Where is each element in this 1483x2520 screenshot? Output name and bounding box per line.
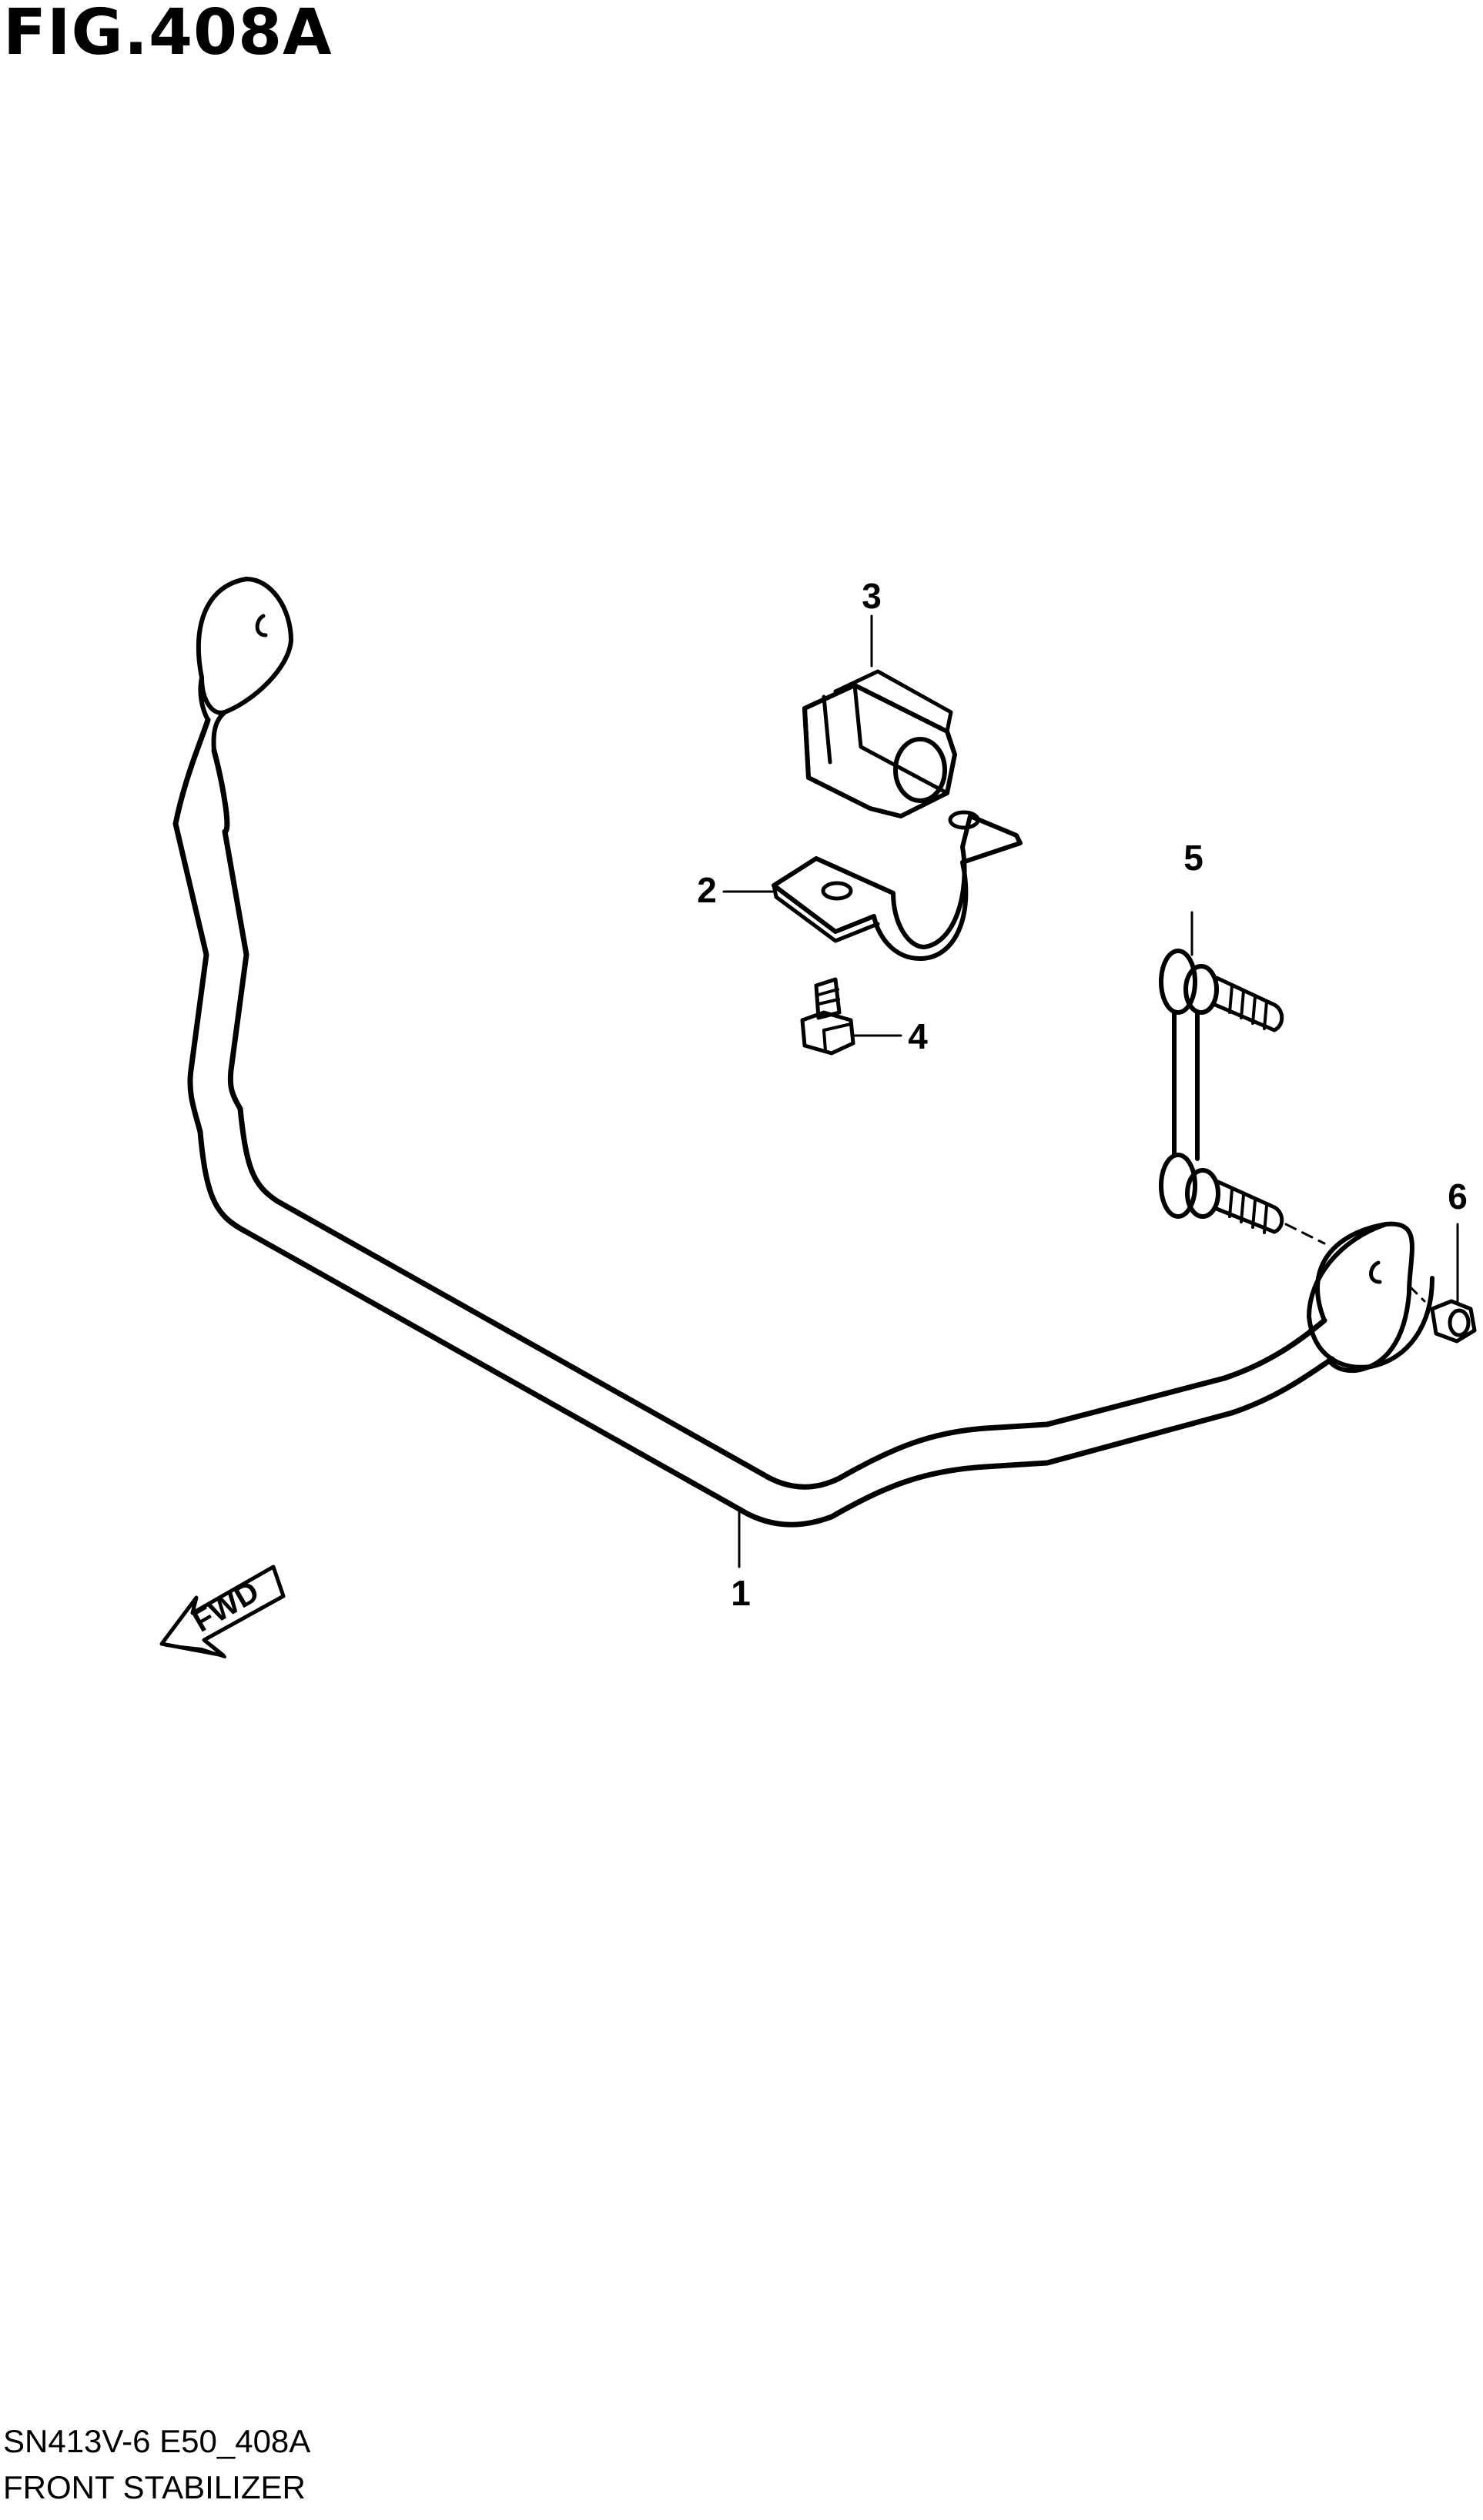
callout-6: 6	[1448, 1176, 1468, 1216]
figure-name: FRONT STABILIZER	[3, 2469, 306, 2505]
callout-4: 4	[908, 1016, 928, 1056]
callout-3: 3	[862, 576, 882, 616]
callout-2: 2	[697, 870, 717, 910]
bushing	[802, 614, 957, 818]
stabilizer-bar	[172, 577, 1434, 1568]
figure-title: FIG.408A	[3, 0, 333, 69]
nut	[1430, 1223, 1477, 1344]
figure-code: SN413V-6 E50_408A	[3, 2423, 311, 2459]
bolt	[800, 977, 902, 1056]
callout-5: 5	[1183, 838, 1203, 878]
forward-arrow-icon	[159, 1565, 286, 1658]
callout-1: 1	[731, 1573, 751, 1613]
stabilizer-link	[1159, 911, 1426, 1303]
bushing-bracket	[722, 810, 1023, 961]
